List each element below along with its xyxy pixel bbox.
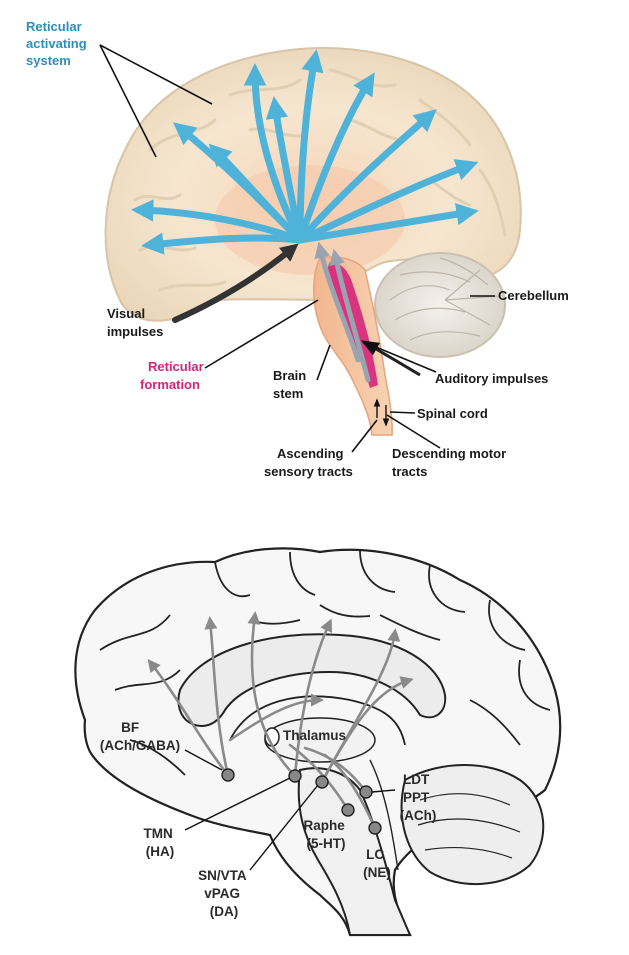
descending-tracts-label: Descending motor tracts [392, 446, 510, 479]
raphe-label: Raphe (5-HT) [303, 818, 348, 851]
lc-label: LC (NE) [363, 847, 391, 880]
sulci-lines [99, 549, 551, 776]
ascending-arrows [314, 241, 371, 383]
fourth-ventricle [369, 759, 399, 871]
brainstem-lower [297, 767, 412, 936]
ras-arrows [131, 49, 479, 255]
lc-nucleus [368, 821, 382, 835]
cerebellum [374, 252, 506, 358]
snvta-label: SN/VTA vPAG (DA) [198, 868, 250, 919]
brain-stem-label: Brain stem [273, 368, 310, 401]
raphe-nucleus [341, 803, 355, 817]
ascending-tracts-label: Ascending sensory tracts [264, 446, 353, 479]
spinal-tract-arrows [373, 398, 390, 427]
tmn-nucleus [288, 769, 302, 783]
bf-label: BF (ACh/GABA) [100, 720, 180, 753]
ldt-ppt-label: LDT PPT (ACh) [400, 772, 437, 823]
fornix [229, 695, 406, 746]
top-brain-diagram [99, 44, 522, 453]
ras-label: Reticular activating system [26, 19, 90, 68]
spinal-cord-label: Spinal cord [417, 406, 488, 421]
auditory-impulses-label: Auditory impulses [435, 371, 548, 386]
snvta-nucleus [315, 775, 329, 789]
bf-nucleus [221, 768, 235, 782]
projection-pathways [147, 611, 414, 830]
cerebellum-folia [417, 793, 521, 859]
reticular-formation-label: Reticular formation [140, 359, 207, 392]
leader-lines [99, 44, 495, 453]
bottom-leader-lines [184, 749, 396, 871]
tmn-label: TMN (HA) [143, 826, 176, 859]
bottom-brain-diagram [74, 547, 562, 937]
nuclei [221, 768, 382, 835]
visual-impulses-label: Visual impulses [107, 306, 163, 339]
cerebellum-label: Cerebellum [498, 288, 569, 303]
ldt-nucleus [359, 785, 373, 799]
bottom-labels: BF (ACh/GABA) Thalamus TMN (HA) SN/VTA v… [100, 720, 437, 919]
visual-impulse-arrow [172, 243, 299, 323]
top-labels: Reticular activating system Visual impul… [26, 19, 569, 479]
corpus-callosum [177, 633, 447, 727]
thalamus-label: Thalamus [283, 728, 346, 743]
bottom-cerebellum [400, 764, 545, 886]
